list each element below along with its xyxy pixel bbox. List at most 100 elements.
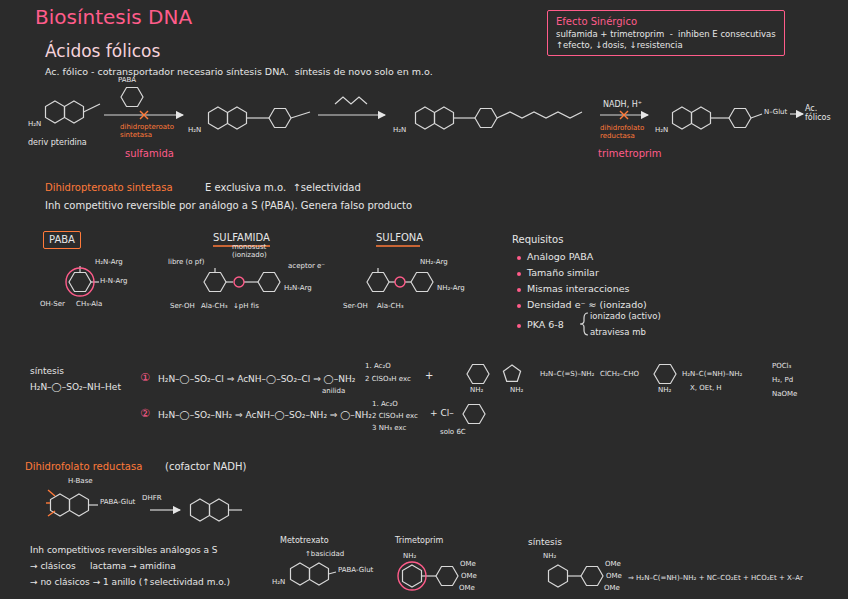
- drawing-circle: [517, 304, 521, 308]
- drawing-use: [310, 563, 329, 585]
- note-label: sulfamida: [125, 148, 174, 160]
- note-label: NH₂: [510, 386, 523, 394]
- note-label: H₂N: [28, 120, 41, 128]
- note-label: H₂N: [272, 578, 285, 586]
- note-label: POCl₃: [772, 362, 791, 370]
- note-label: (cofactor NADH): [165, 461, 246, 473]
- note-label: DHFR: [142, 494, 162, 502]
- note-label: anilida: [322, 387, 345, 395]
- note-label: solo 6C: [440, 428, 466, 436]
- drawing-use: [549, 565, 568, 587]
- note-label: deriv pteridina: [28, 138, 87, 147]
- drawing-g: [66, 268, 426, 590]
- drawing-circle: [66, 268, 94, 296]
- drawing-use: [204, 273, 226, 292]
- note-label: OMe: [605, 560, 621, 568]
- drawing-use: [581, 567, 603, 586]
- note-label: OMe: [461, 572, 477, 580]
- note-label: OMe: [604, 584, 620, 592]
- note-label: NH₂: [658, 386, 671, 394]
- drawing-line: [140, 111, 148, 119]
- drawing-g: [46, 111, 628, 516]
- note-label: H₂N–◯–SO₂–NH₂ ⇒ AcNH–◯–SO₂–NH₂ ⇒ ◯–NH₂: [158, 410, 372, 420]
- box-text: ↑efecto, ↓dosis, ↓resistencia: [556, 40, 776, 51]
- drawing-line: [89, 504, 99, 505]
- drawing-use: [191, 499, 210, 521]
- drawing-line: [620, 111, 628, 119]
- note-label: libre (o pf): [168, 258, 204, 266]
- note-label: E exclusiva m.o. ↑selectividad: [205, 182, 361, 194]
- note-label: CH₃-Ala: [76, 300, 102, 308]
- drawing-line: [405, 281, 411, 282]
- box-text: PABA: [49, 233, 75, 247]
- note-label: Densidad e⁻ ≈ (ionizado): [527, 300, 647, 311]
- note-label: Metotrexato: [280, 536, 329, 545]
- drawing-line: [247, 117, 270, 118]
- note-label: trimetroprim: [598, 148, 662, 160]
- note-label: síntesis: [30, 366, 64, 376]
- note-label: ClCH₂–CHO: [600, 370, 639, 378]
- box-text: Efecto Sinérgico: [556, 15, 776, 29]
- note-label: OMe: [606, 572, 622, 580]
- drawing-line: [620, 111, 628, 119]
- note-label: 2 ClSO₃H exc: [372, 412, 418, 420]
- note-label: H₂N–C(=S)–NH₂: [540, 370, 594, 378]
- drawing-use: [475, 109, 497, 128]
- note-label: NH₂-Arg: [420, 258, 448, 266]
- drawing-use: [70, 494, 89, 516]
- drawing-use: [46, 101, 65, 123]
- drawing-polyline: [497, 112, 582, 118]
- drawing-use: [729, 109, 751, 128]
- note-label: Ácidos fólicos: [45, 42, 160, 62]
- note-label: Ac. fólico - cotransportador necesario s…: [45, 67, 433, 78]
- drawing-line: [422, 575, 437, 576]
- note-label: H-N-Arg: [100, 277, 127, 285]
- drawing-use: [65, 101, 84, 123]
- note-label: H₂N–C(=NH)–NH₂: [682, 370, 742, 378]
- note-label: monosust (ionizado): [232, 243, 276, 259]
- drawing-line: [291, 112, 310, 118]
- note-label: ↓pH fis: [233, 302, 259, 310]
- note-label: ②: [140, 408, 150, 421]
- drawing-g: [517, 256, 521, 328]
- drawing-circle: [517, 272, 521, 276]
- note-label: +: [425, 370, 433, 382]
- drawing-circle: [234, 277, 244, 287]
- drawing-line: [79, 266, 80, 273]
- note-label: Requisitos: [512, 234, 563, 246]
- drawing-use: [367, 273, 389, 292]
- note-label: atraviesa mb: [590, 328, 646, 338]
- note-label: Tamaño similar: [527, 268, 599, 279]
- note-label: → no clásicos → 1 anillo (↑selectividad …: [30, 577, 230, 587]
- note-label: ionizado (activo): [590, 312, 661, 322]
- note-label: SULFONA: [376, 232, 423, 244]
- drawing-line: [48, 511, 55, 516]
- note-label: → clásicos lactama → amidina: [30, 561, 176, 571]
- note-label: H₂N: [393, 126, 406, 134]
- note-label: H₂N: [188, 126, 201, 134]
- drawing-line: [318, 114, 385, 115]
- note-label: ①: [140, 372, 150, 385]
- drawing-line: [329, 572, 337, 574]
- note-label: 3 NH₃ exc: [372, 424, 406, 432]
- drawing-use: [654, 365, 676, 384]
- note-label: Inh competitivos reversibles análogos a …: [30, 545, 218, 555]
- note-label: OMe: [460, 560, 476, 568]
- drawing-line: [790, 113, 803, 114]
- drawing-line: [84, 104, 101, 112]
- note-label: N–Glut: [764, 108, 787, 116]
- note-label: H₂, Pd: [772, 376, 793, 384]
- note-label: ↑basicidad: [305, 550, 344, 558]
- note-label: dihidropteroato sintetasa: [120, 123, 184, 139]
- drawing-polyline: [335, 97, 367, 104]
- drawing-line: [454, 117, 476, 118]
- note-label: Trimetoprim: [395, 536, 443, 545]
- drawing-use: [411, 273, 433, 292]
- drawing-use: [69, 273, 91, 292]
- drawing-use: [416, 107, 435, 129]
- drawing-use: [435, 107, 454, 129]
- note-label: NH₂: [543, 552, 556, 560]
- drawing-path: [580, 313, 588, 335]
- note-label: 1. Ac₂O: [365, 362, 391, 370]
